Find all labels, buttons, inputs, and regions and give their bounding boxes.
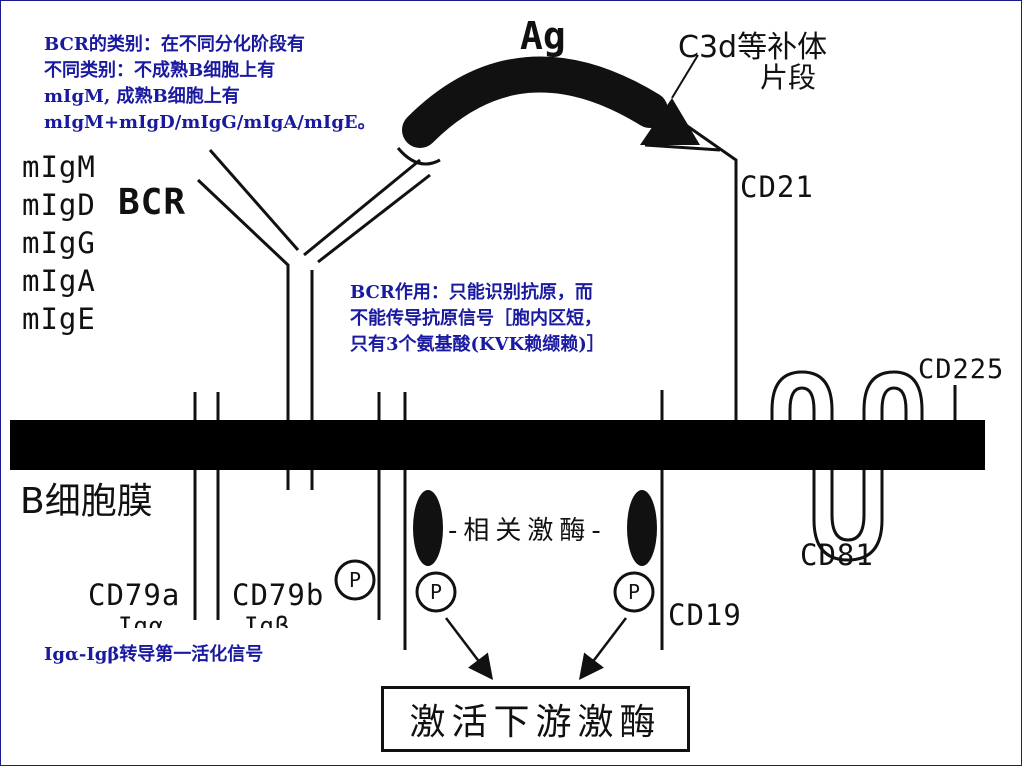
- antigen-arc: [402, 56, 668, 148]
- phosphate-left: P: [415, 571, 457, 613]
- c3d-triangle: [640, 98, 700, 145]
- membrane-label: B细胞膜: [20, 481, 153, 522]
- arrow-left: [445, 617, 494, 680]
- bcr-right-arm-top: [317, 173, 431, 264]
- isotype-mIgG: mIgG: [22, 226, 96, 260]
- cd21-label: CD21: [740, 170, 814, 204]
- bcr-types-note: BCR的类别：在不同分化阶段有 不同类别：不成熟B细胞上有 mIgM, 成熟B细…: [44, 34, 376, 133]
- isotype-mIgA: mIgA: [22, 264, 96, 298]
- cd79a-label: CD79a: [88, 578, 181, 612]
- cd79b-label: CD79b: [232, 578, 325, 612]
- phosphate-label: P: [430, 580, 442, 604]
- isotype-mIgE: mIgE: [22, 302, 96, 336]
- kinase-right: [627, 490, 657, 566]
- c3d-label-line2: 片段: [760, 61, 817, 94]
- phosphate-right: P: [613, 571, 655, 613]
- isotype-list: mIgM mIgD mIgG mIgA mIgE: [22, 148, 96, 338]
- c3d-label: C3d等补体: [678, 30, 828, 65]
- cd21-receptor-inner: [644, 143, 721, 152]
- cell-membrane: [10, 420, 985, 470]
- ig-signal-note: Igα-Igβ转导第一活化信号: [44, 644, 264, 665]
- bcr-left-arm-outer: [208, 149, 300, 251]
- phosphate-label: P: [349, 568, 361, 592]
- phosphate-label: P: [628, 580, 640, 604]
- kinase-label: -相关激酶-: [448, 516, 607, 546]
- bcr-left-arm: [196, 178, 290, 490]
- antigen-label: Ag: [520, 14, 566, 58]
- phosphate-cd79b: P: [334, 559, 376, 601]
- bcr-function-note: BCR作用：只能识别抗原，而 不能传导抗原信号［胞内区短， 只有3个氨基酸(KV…: [350, 280, 605, 358]
- downstream-kinase-box: 激活下游激酶: [381, 686, 690, 752]
- isotype-mIgD: mIgD: [22, 188, 96, 222]
- ig-alpha-label: Igα: [118, 612, 165, 628]
- cd81-loops: [770, 370, 924, 542]
- ig-beta-label: Igβ: [244, 612, 291, 628]
- cd81-loop-left: [788, 386, 908, 562]
- c3d-pointer: [671, 54, 699, 99]
- bcr-right-arm: [303, 158, 421, 257]
- cd225-label: CD225: [918, 354, 1005, 385]
- downstream-kinase-label: 激活下游激酶: [409, 702, 662, 743]
- cd21-receptor: [649, 98, 738, 430]
- bcr-binding-cup: [396, 147, 441, 166]
- cd19-label: CD19: [668, 598, 742, 632]
- arrow-right: [578, 617, 627, 680]
- cd81-label: CD81: [800, 538, 874, 572]
- kinase-left: [413, 490, 443, 566]
- bcr-label: BCR: [118, 182, 187, 223]
- isotype-mIgM: mIgM: [22, 150, 96, 184]
